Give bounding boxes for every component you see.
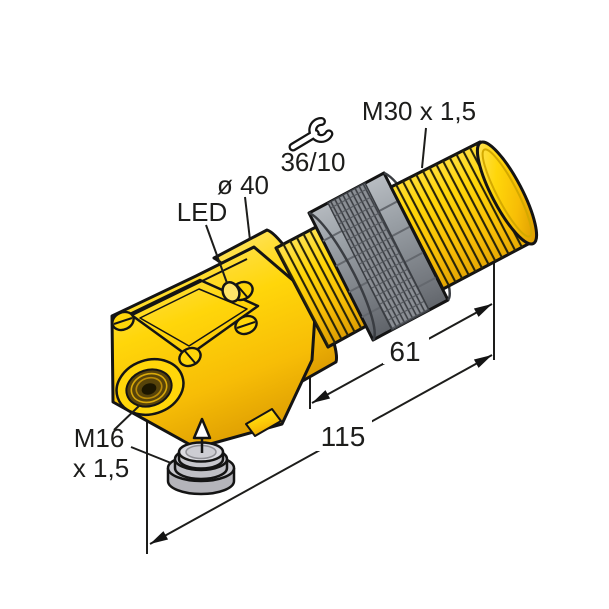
thread-spec-label: M30 x 1,5	[362, 96, 476, 126]
diameter-label: ø 40	[217, 170, 269, 200]
housing-lid-panel-inner	[139, 288, 248, 347]
lock-nut	[307, 171, 451, 342]
cable-entry-m16	[115, 358, 185, 416]
sealing-plug	[166, 441, 236, 496]
wrench-size-label: 36/10	[280, 147, 345, 177]
leader-diameter	[244, 196, 251, 241]
gland-thread-ring	[135, 376, 163, 400]
leader-m30	[421, 127, 427, 169]
sensing-face	[475, 140, 539, 246]
led-label: LED	[177, 197, 228, 227]
gland-hole-core	[141, 383, 157, 395]
housing-lid-edge	[115, 258, 248, 324]
dimension-115-label: 115	[321, 421, 366, 452]
wrench-icon	[288, 117, 334, 152]
housing-bottom-tab	[245, 408, 282, 437]
callout-labels: M30 x 1,5 36/10 ø 40 LED M16 x 1,5	[73, 96, 476, 483]
leader-m16-hole	[113, 404, 141, 431]
dimension-115-gap	[315, 419, 372, 451]
housing-lid-panel	[128, 278, 260, 358]
housing-block	[110, 245, 318, 450]
nut-knurl-band	[327, 181, 430, 332]
nut-left-cap-arc	[308, 211, 376, 341]
leader-m16-plug	[130, 446, 172, 464]
dimension-61-gap	[383, 336, 429, 364]
gland-thread-label-line2: x 1,5	[73, 453, 129, 483]
dimension-61-label: 61	[389, 336, 420, 367]
insert-direction-arrow	[192, 417, 212, 453]
dimension-lines: 61 115	[146, 238, 495, 554]
gland-thread-ring	[130, 372, 168, 404]
leader-led	[205, 224, 228, 284]
sensor-illustration	[110, 140, 539, 450]
leader-lines	[113, 127, 427, 464]
housing-silhouette	[110, 245, 318, 450]
gland-thread-label-line1: M16	[74, 423, 125, 453]
